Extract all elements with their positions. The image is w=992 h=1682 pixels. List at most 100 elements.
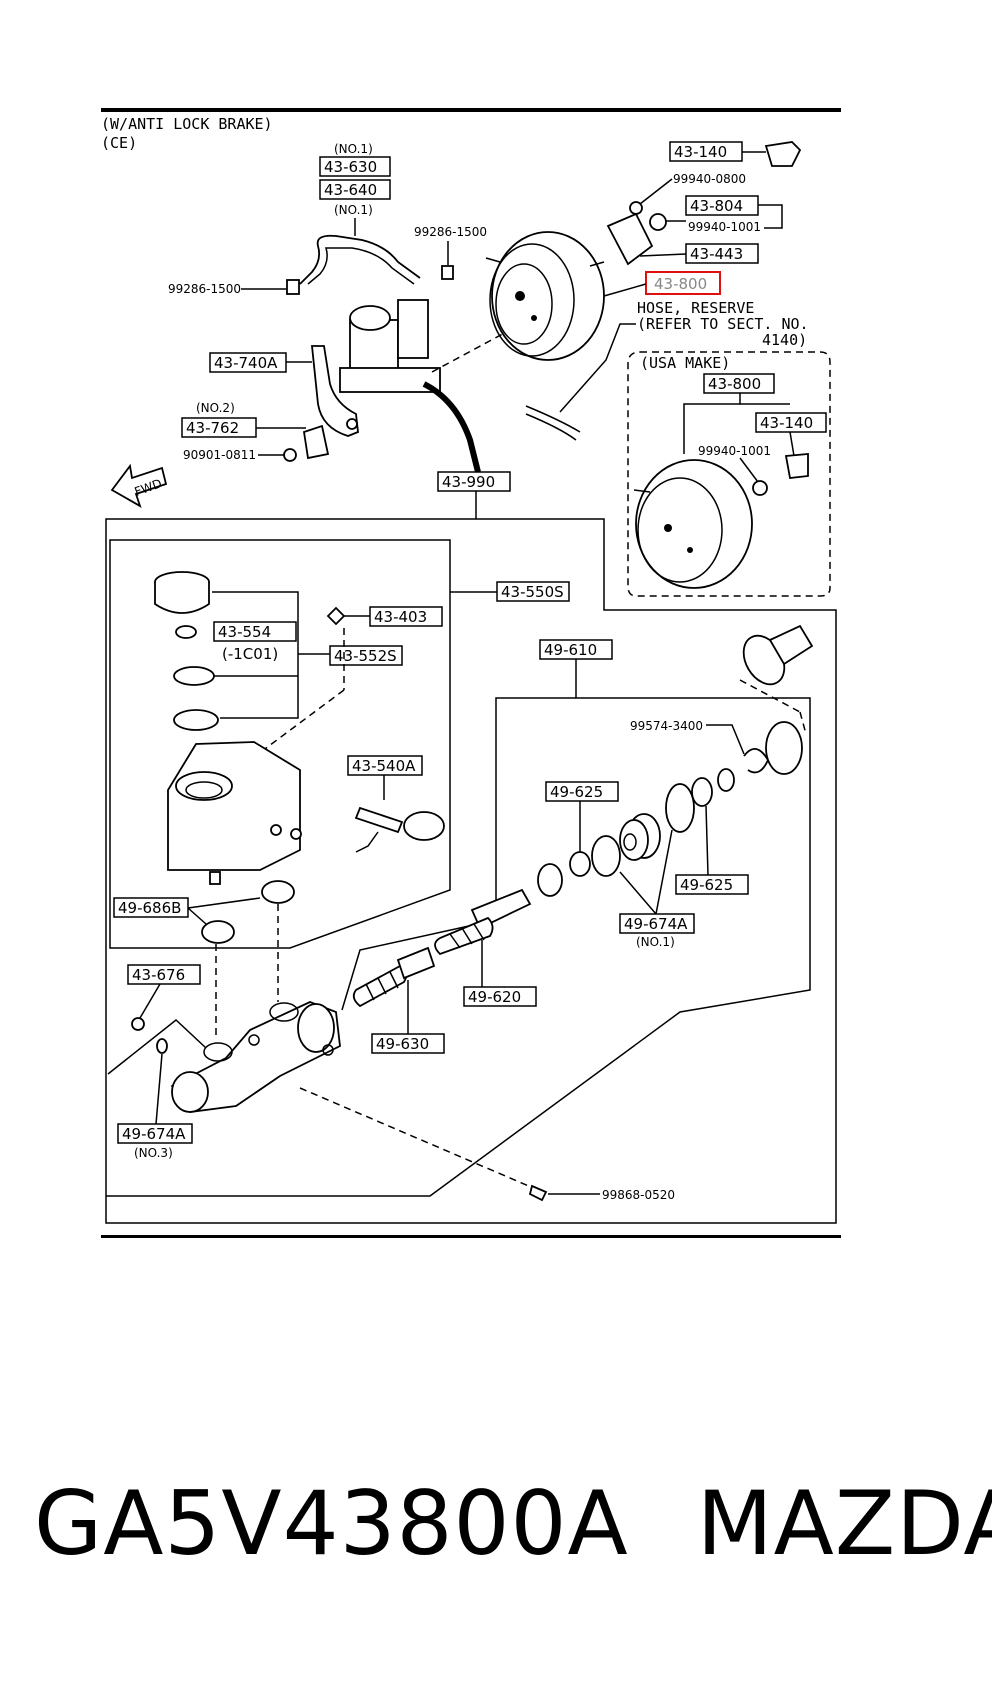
reservoir-cap bbox=[154, 571, 210, 614]
snap-ring bbox=[743, 748, 770, 774]
o-ring-49-674A bbox=[665, 783, 695, 833]
callout-no3: (NO.3) bbox=[134, 1146, 173, 1160]
callout-no1-b: (NO.1) bbox=[334, 203, 373, 217]
header-ce: (CE) bbox=[101, 134, 137, 152]
callout-43-800-top: 43-800 bbox=[654, 275, 707, 293]
bracket-plate bbox=[302, 424, 330, 460]
callout-99286-b: 99286-1500 bbox=[414, 225, 487, 239]
callout-49-620: 49-620 bbox=[468, 988, 521, 1006]
grommet-b bbox=[261, 880, 295, 904]
header-abs: (W/ANTI LOCK BRAKE) bbox=[101, 115, 273, 133]
callout-43-140-usa: 43-140 bbox=[760, 414, 813, 432]
label-43-403 bbox=[326, 606, 346, 626]
seal bbox=[173, 666, 215, 686]
o-ring-49-674A-no3 bbox=[156, 1038, 168, 1054]
callout-box-43-552S bbox=[329, 645, 403, 666]
callout-box-43-640 bbox=[319, 179, 391, 200]
product-caption: GA5V43800A MAZDA bbox=[0, 1472, 992, 1575]
callout-43-804: 43-804 bbox=[690, 197, 743, 215]
callout-49-674A-a: 49-674A bbox=[624, 915, 688, 933]
washer bbox=[717, 768, 735, 792]
callout-99574: 99574-3400 bbox=[630, 719, 703, 733]
callout-43-540A: 43-540A bbox=[352, 757, 416, 775]
retainer bbox=[537, 863, 563, 897]
callout-box-49-625-b bbox=[675, 874, 749, 895]
callout-99868: 99868-0520 bbox=[602, 1188, 675, 1202]
reservoir-body bbox=[167, 741, 302, 885]
callout-box-43-630 bbox=[319, 156, 391, 177]
hose-note-3: 4140) bbox=[762, 331, 807, 349]
upper-reservoir-cap bbox=[349, 305, 391, 331]
callout-43-554: 43-554 bbox=[218, 623, 271, 641]
end-fitting bbox=[742, 624, 814, 686]
callout-49-674A-b: 49-674A bbox=[122, 1125, 186, 1143]
callout-box-43-540A bbox=[347, 755, 423, 776]
callout-box-43-403 bbox=[369, 606, 443, 627]
callout-box-43-140-usa bbox=[755, 412, 827, 433]
callout-99940-0800: 99940-0800 bbox=[673, 172, 746, 186]
callout-99940-1001-top: 99940-1001 bbox=[688, 220, 761, 234]
brake-booster bbox=[485, 231, 605, 361]
callout-43-403: 43-403 bbox=[374, 608, 427, 626]
top-rule bbox=[101, 108, 841, 112]
brake-booster-usa bbox=[633, 459, 753, 589]
callout-box-43-800-highlight bbox=[645, 271, 721, 295]
seal-49-625-b bbox=[691, 777, 713, 807]
usa-make-label: (USA MAKE) bbox=[640, 354, 730, 372]
grommet-a bbox=[201, 920, 235, 944]
part-number: GA5V43800A bbox=[34, 1472, 629, 1575]
callout-box-43-676 bbox=[127, 964, 201, 985]
callout-43-762: 43-762 bbox=[186, 419, 239, 437]
hose-clamp-left bbox=[286, 279, 300, 295]
upper-reservoir-side bbox=[397, 299, 429, 359]
callout-49-686B: 49-686B bbox=[118, 899, 181, 917]
callout-box-49-625-a bbox=[545, 781, 619, 802]
upper-master-cylinder bbox=[339, 367, 441, 393]
callout-no1-a: (NO.1) bbox=[334, 142, 373, 156]
callout-box-43-990 bbox=[437, 471, 511, 492]
clevis-top bbox=[764, 141, 802, 167]
hose-clamp-right bbox=[441, 265, 454, 280]
callout-box-43-554 bbox=[213, 621, 297, 642]
callout-49-625-b: 49-625 bbox=[680, 876, 733, 894]
callout-43-640: 43-640 bbox=[324, 181, 377, 199]
clevis-usa bbox=[784, 453, 809, 479]
master-cylinder-body bbox=[170, 1001, 341, 1113]
o-ring-large bbox=[765, 721, 803, 775]
callout-43-443: 43-443 bbox=[690, 245, 743, 263]
callout-43-552S: 43-552S bbox=[334, 647, 397, 665]
callout-box-43-443 bbox=[685, 243, 759, 264]
assembly-frame bbox=[105, 491, 837, 1224]
callout-99940-1001-usa: 99940-1001 bbox=[698, 444, 771, 458]
callout-43-630: 43-630 bbox=[324, 158, 377, 176]
callout-43-140-top: 43-140 bbox=[674, 143, 727, 161]
brand-name: MAZDA bbox=[696, 1472, 992, 1575]
callout-box-49-620 bbox=[463, 986, 537, 1007]
callout-no2: (NO.2) bbox=[196, 401, 235, 415]
screw-99868 bbox=[528, 1184, 548, 1202]
pin-43-540A bbox=[354, 806, 445, 853]
nut-99940-0800 bbox=[629, 201, 643, 215]
o-ring-49-674A-b bbox=[591, 835, 621, 877]
nut-99940-1001-top bbox=[649, 213, 667, 231]
callout-box-49-674A-a bbox=[619, 913, 695, 934]
bottom-rule bbox=[101, 1235, 841, 1238]
hose-note-1: HOSE, RESERVE bbox=[637, 299, 754, 317]
gasket bbox=[606, 212, 654, 266]
callout-no1-c: (NO.1) bbox=[636, 935, 675, 949]
callout-49-610: 49-610 bbox=[544, 641, 597, 659]
bolt-43-676 bbox=[131, 1017, 145, 1031]
o-ring bbox=[173, 709, 219, 731]
callout-43-800-usa: 43-800 bbox=[708, 375, 761, 393]
reservoir-kit-frame bbox=[109, 539, 451, 949]
callout-43-550S: 43-550S bbox=[501, 583, 564, 601]
callout-43-676: 43-676 bbox=[132, 966, 185, 984]
callout-49-630: 49-630 bbox=[376, 1035, 429, 1053]
bolt-90901 bbox=[283, 448, 297, 462]
filter-43-554 bbox=[175, 625, 197, 639]
callout-49-625-a: 49-625 bbox=[550, 783, 603, 801]
callout-90901: 90901-0811 bbox=[183, 448, 256, 462]
hose-shape bbox=[299, 234, 421, 285]
brake-line-bundle bbox=[422, 381, 481, 473]
